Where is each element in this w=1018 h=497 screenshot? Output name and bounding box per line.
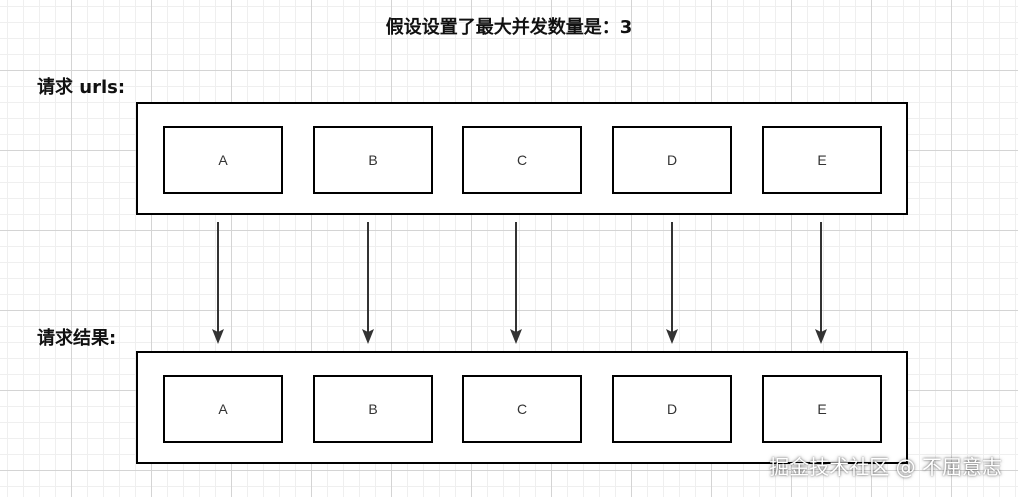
diagram-title: 假设设置了最大并发数量是：3 xyxy=(385,17,633,38)
url-item-d: D xyxy=(612,126,732,194)
results-container: A B C D E xyxy=(136,351,908,464)
url-item-a: A xyxy=(163,126,283,194)
result-item-c: C xyxy=(462,375,582,443)
result-item-d: D xyxy=(612,375,732,443)
arrow-a xyxy=(212,222,224,344)
url-item-c: C xyxy=(462,126,582,194)
watermark-text: 掘金技术社区 @ 不屈意志 xyxy=(769,455,1002,479)
result-item-e: E xyxy=(762,375,882,443)
arrow-e xyxy=(815,222,827,344)
arrow-d xyxy=(666,222,678,344)
url-item-e: E xyxy=(762,126,882,194)
result-item-a: A xyxy=(163,375,283,443)
arrow-c xyxy=(510,222,522,344)
results-row-label: 请求结果: xyxy=(37,328,117,349)
arrow-b xyxy=(362,222,374,344)
url-item-b: B xyxy=(313,126,433,194)
urls-row-label: 请求 urls: xyxy=(37,77,126,98)
result-item-b: B xyxy=(313,375,433,443)
urls-container: A B C D E xyxy=(136,102,908,215)
